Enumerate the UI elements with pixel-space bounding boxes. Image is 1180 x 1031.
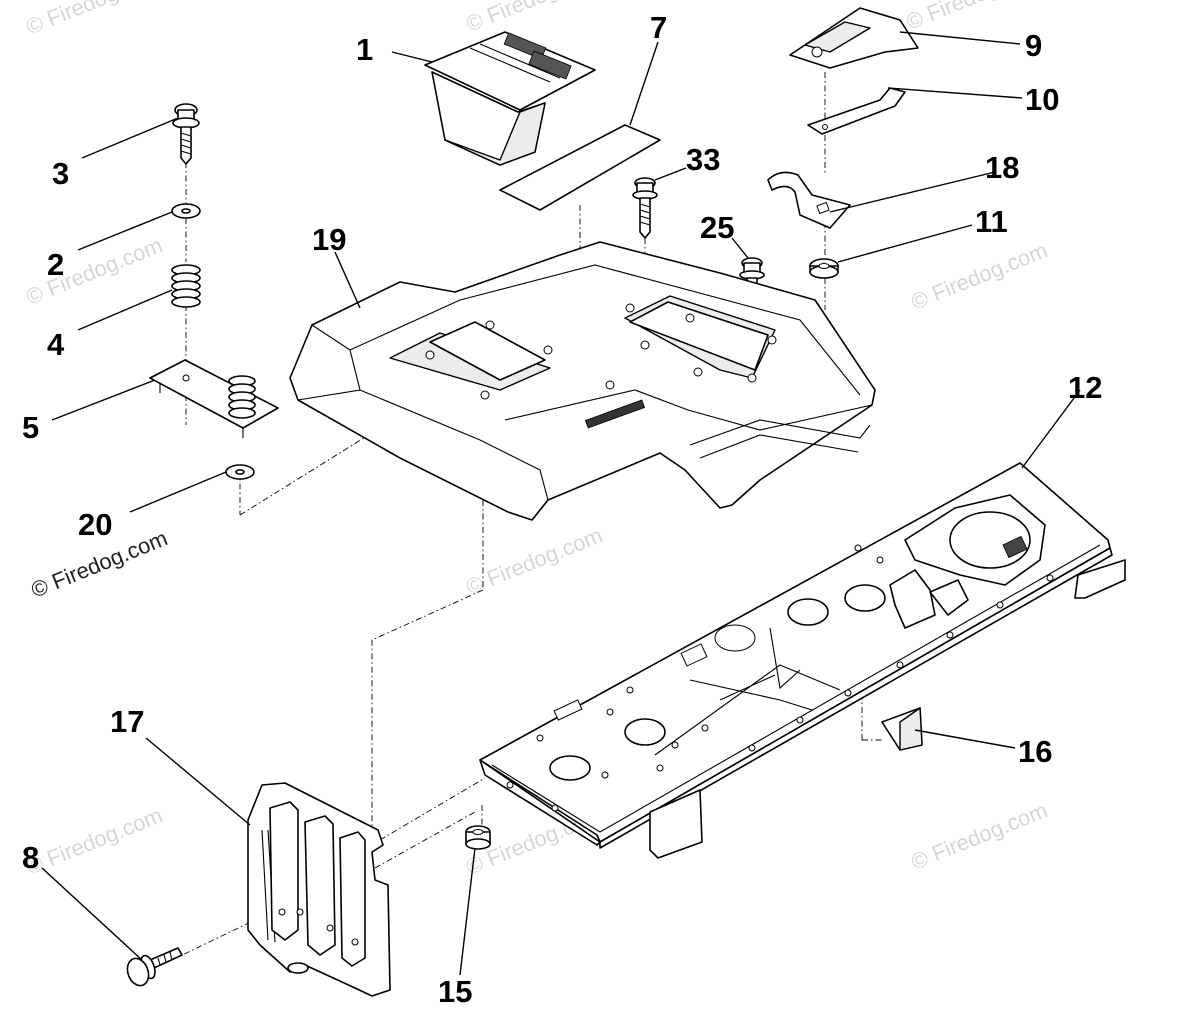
part-16-clip <box>881 707 923 751</box>
part-11-nut <box>809 258 839 279</box>
part-2-washer <box>171 203 201 219</box>
callout-25: 25 <box>700 210 734 245</box>
part-7-decal <box>499 124 661 211</box>
callout-2: 2 <box>47 247 64 282</box>
callout-17: 17 <box>110 704 144 739</box>
leader-lines <box>41 31 1081 976</box>
part-10-plate <box>807 87 906 135</box>
part-1-tray <box>424 31 596 166</box>
callout-5: 5 <box>22 410 39 445</box>
callout-16: 16 <box>1018 734 1052 769</box>
callout-9: 9 <box>1025 28 1042 63</box>
watermark: © Firedog.com <box>23 802 166 879</box>
callout-18: 18 <box>985 150 1019 185</box>
callout-4: 4 <box>47 327 65 362</box>
callouts: 1 7 3 33 25 19 2 4 5 20 9 10 18 11 12 16… <box>22 10 1102 1009</box>
callout-1: 1 <box>356 32 373 67</box>
watermark: © Firedog.com <box>908 797 1051 874</box>
part-9-cover <box>789 7 919 69</box>
callout-15: 15 <box>438 974 472 1009</box>
part-12-frame <box>479 462 1126 859</box>
watermark: © Firedog.com <box>463 0 606 37</box>
callout-20: 20 <box>78 507 112 542</box>
part-15-nut <box>465 825 491 850</box>
callout-33: 33 <box>686 142 720 177</box>
part-8-bolt <box>126 947 183 987</box>
callout-10: 10 <box>1025 82 1059 117</box>
part-3-bolt <box>172 103 200 165</box>
callout-3: 3 <box>52 156 69 191</box>
callout-7: 7 <box>650 10 667 45</box>
part-33-screw <box>632 177 658 239</box>
part-19-body-panel <box>289 241 876 521</box>
part-17-panel <box>247 782 391 997</box>
part-20-washer <box>225 464 255 480</box>
callout-12: 12 <box>1068 370 1102 405</box>
part-4-spring <box>171 264 201 308</box>
watermark: © Firedog.com <box>23 0 166 40</box>
callout-11: 11 <box>975 204 1008 239</box>
watermark: © Firedog.com <box>463 522 606 599</box>
part-18-clamp <box>767 171 851 229</box>
callout-8: 8 <box>22 840 39 875</box>
part-5-bracket <box>149 359 279 438</box>
callout-19: 19 <box>312 222 346 257</box>
watermark: © Firedog.com <box>908 237 1051 314</box>
